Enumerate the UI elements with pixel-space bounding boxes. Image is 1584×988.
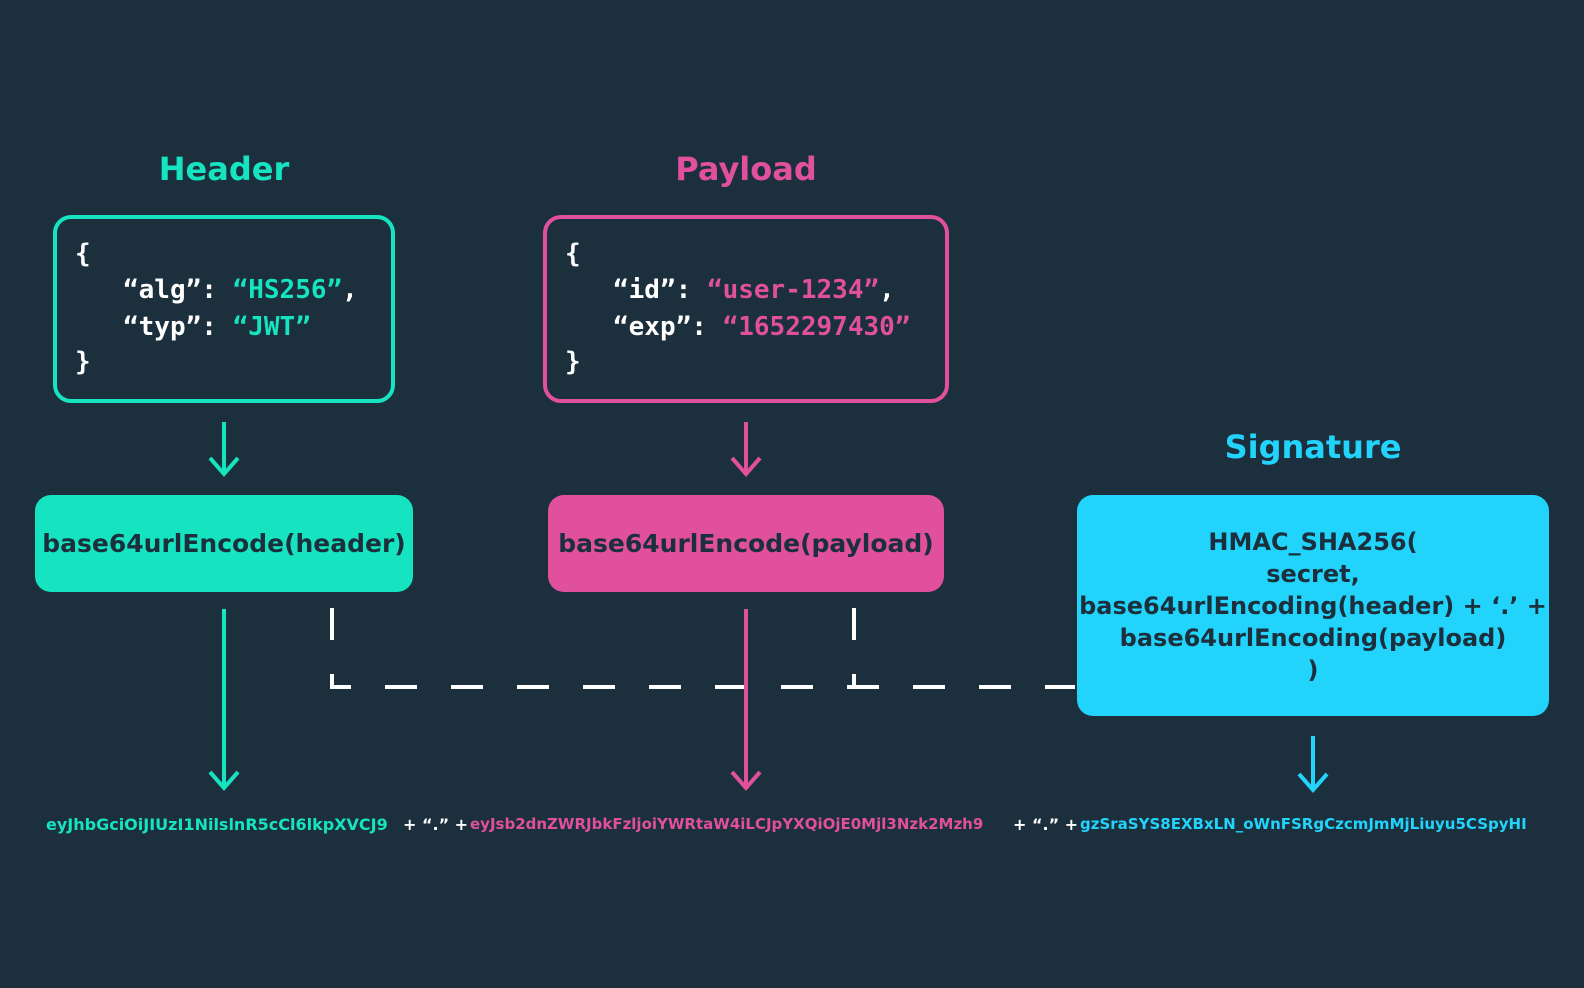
token-separator-2: + “.” + xyxy=(1013,815,1079,834)
exp-value: “1652297430” xyxy=(722,312,911,342)
typ-key: “typ” xyxy=(123,312,202,342)
signature-formula-line: base64urlEncoding(payload) xyxy=(1119,623,1507,652)
typ-value: “JWT” xyxy=(232,312,311,342)
payload-title: Payload xyxy=(675,150,817,188)
alg-value: “HS256” xyxy=(232,275,343,305)
signature-formula-line: ) xyxy=(1307,655,1319,684)
id-key: “id” xyxy=(613,275,676,305)
signature-formula-box: HMAC_SHA256( secret, base64urlEncoding(h… xyxy=(1077,495,1549,716)
header-to-signature-dashed xyxy=(330,608,1075,689)
header-token-arrow-head xyxy=(208,770,240,792)
header-arrow-head xyxy=(208,456,240,478)
payload-id-line: “id”: “user-1234”, xyxy=(613,275,895,305)
header-alg-line: “alg”: “HS256”, xyxy=(123,275,358,305)
payload-arrow-head xyxy=(730,456,762,478)
payload-exp-line: “exp”: “1652297430” xyxy=(613,312,911,342)
payload-json-box: { “id”: “user-1234”, “exp”: “1652297430”… xyxy=(543,215,949,403)
header-token: eyJhbGciOiJIUzI1NilslnR5cCl6lkpXVCJ9 xyxy=(46,815,388,834)
header-title: Header xyxy=(158,150,290,188)
signature-formula-line: secret, xyxy=(1266,559,1360,588)
payload-token: eyJsb2dnZWRJbkFzljoiYWRtaW4iLCJpYXQiOjE0… xyxy=(470,815,984,833)
header-open-brace: { xyxy=(75,239,91,269)
signature-token: gzSraSYS8EXBxLN_oWnFSRgCzcmJmMjLiuyu5CSp… xyxy=(1080,815,1527,833)
header-close-brace: } xyxy=(75,347,91,377)
payload-close-brace: } xyxy=(565,347,581,377)
header-encode-box: base64urlEncode(header) xyxy=(35,495,413,592)
signature-formula-line: HMAC_SHA256( xyxy=(1208,527,1418,556)
header-json-box: { “alg”: “HS256”, “typ”: “JWT” } xyxy=(53,215,395,403)
id-value: “user-1234” xyxy=(706,275,880,305)
payload-open-brace: { xyxy=(565,239,581,269)
exp-key: “exp” xyxy=(613,312,692,342)
signature-token-arrow-head xyxy=(1297,772,1329,794)
signature-formula-line: base64urlEncoding(header) + ‘.’ + xyxy=(1079,591,1547,620)
signature-title: Signature xyxy=(1224,428,1402,466)
header-typ-line: “typ”: “JWT” xyxy=(123,312,311,342)
token-separator-1: + “.” + xyxy=(403,815,469,834)
payload-encode-box: base64urlEncode(payload) xyxy=(548,495,944,592)
alg-key: “alg” xyxy=(123,275,202,305)
payload-token-arrow-head xyxy=(730,770,762,792)
